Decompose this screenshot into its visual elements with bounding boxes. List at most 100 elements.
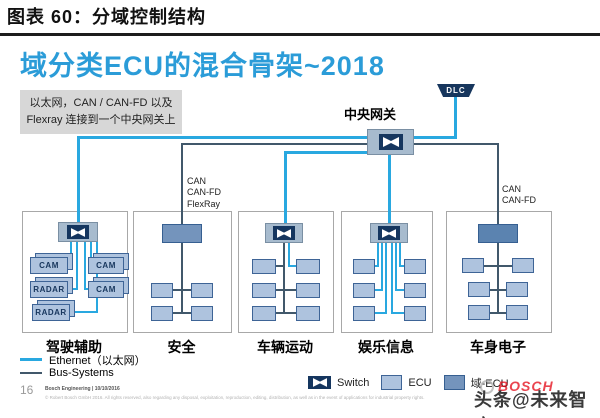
ecu-swatch (381, 375, 403, 390)
p5-bus (484, 265, 512, 267)
p4-line (385, 243, 387, 314)
p4-line (377, 243, 379, 267)
ecu-box (191, 306, 213, 321)
bus-label-right: CAN CAN-FD (502, 184, 536, 207)
p4-line (399, 265, 404, 267)
p1-line (70, 311, 98, 313)
p3-ethernet (288, 243, 290, 267)
p5-bus (497, 243, 499, 313)
gateway-label: 中央网关 (344, 107, 397, 122)
sensor-cam: CAM (30, 253, 73, 274)
domain-label-driver-assist: 驾驶辅助 (46, 339, 102, 355)
watermark: 头条@未来智库 (474, 390, 588, 418)
p3-ethernet (288, 265, 296, 267)
ecu-box (252, 259, 276, 274)
footer-source: Bosch Engineering | 10/10/2016 (45, 386, 120, 392)
bus-line-swatch (20, 371, 42, 374)
bosch-logo-icon (480, 380, 494, 394)
legend-bus-label: Bus-Systems (49, 366, 114, 379)
ecu-box (191, 283, 213, 298)
p3-domain-switch (265, 223, 303, 243)
p4-line (375, 265, 379, 267)
p1-line (76, 242, 78, 290)
p4-line (391, 243, 393, 314)
p2-bus (173, 289, 191, 291)
ethernet-backbone-line (78, 136, 456, 139)
p4-line (395, 289, 404, 291)
domain-label-vehicle-motion: 车辆运动 (257, 339, 313, 355)
slide-title: 域分类ECU的混合骨架~2018 (20, 51, 385, 81)
bosch-logo-text: BOSCH (498, 378, 554, 394)
ecu-box (252, 283, 276, 298)
page-number: 16 (20, 383, 34, 397)
ecu-box (296, 283, 320, 298)
callout-line2: Flexray 连接到一个中央网关上 (26, 114, 176, 126)
ecu-box (404, 306, 426, 321)
switch-icon (378, 134, 403, 150)
p4-line (375, 289, 383, 291)
ethernet-drop-driver-assist (77, 136, 80, 225)
sensor-cam: CAM (88, 277, 129, 298)
p3-bus (276, 289, 296, 291)
ecu-box (404, 259, 426, 274)
footer-disclaimer: © Robert Bosch GmbH 2016. All rights res… (45, 395, 425, 400)
p4-domain-switch (370, 223, 408, 243)
ecu-box (151, 283, 173, 298)
p3-bus (276, 265, 284, 267)
bus-label-can: CAN (502, 184, 522, 194)
ecu-box (462, 258, 484, 273)
switch-icon (308, 376, 331, 389)
callout-line1: 以太网，CAN / CAN-FD 以及 (29, 96, 173, 109)
p2-domain-ecu (162, 224, 202, 243)
ecu-box (353, 306, 375, 321)
domain-label-body-electronics: 车身电子 (470, 339, 526, 355)
legend-ecu-label: ECU (408, 376, 432, 389)
p4-line (381, 243, 383, 291)
bus-drop-body-electronics (497, 143, 499, 226)
switch-icon (378, 226, 400, 240)
ethernet-drop-infotainment (388, 154, 391, 225)
p3-bus (283, 243, 285, 313)
callout-note: 以太网，CAN / CAN-FD 以及 Flexray 连接到一个中央网关上 (20, 90, 182, 134)
sensor-label: CAM (88, 257, 124, 274)
ecu-box (151, 306, 173, 321)
domain-ecu-swatch (443, 375, 465, 390)
p1-domain-switch (58, 222, 98, 242)
ecu-box (353, 259, 375, 274)
legend-switch-label: Switch (337, 376, 370, 389)
sensor-radar: RADAR (30, 277, 73, 298)
ethernet-drop-dlc (454, 97, 457, 139)
p1-line (84, 288, 90, 290)
p4-line (375, 312, 387, 314)
p4-line (399, 243, 401, 267)
switch-icon (67, 225, 89, 239)
ethernet-branch-line (285, 151, 391, 154)
domain-label-safety: 安全 (167, 339, 196, 355)
ecu-box (404, 283, 426, 298)
p2-bus (181, 243, 183, 314)
p5-bus (490, 312, 506, 314)
ecu-box (468, 282, 490, 297)
p5-bus (490, 289, 506, 291)
ethernet-drop-vehicle-motion (284, 151, 287, 225)
bus-label-canfd: CAN-FD (187, 187, 221, 198)
p4-line (391, 312, 404, 314)
sensor-label: CAM (88, 281, 124, 298)
sensor-label: CAM (30, 257, 68, 274)
central-gateway-switch (367, 129, 414, 155)
bus-drop-safety (181, 143, 183, 226)
ecu-box (252, 306, 276, 321)
domain-label-infotainment: 娱乐信息 (358, 339, 414, 355)
dlc-connector: DLC (437, 84, 475, 97)
p1-line (84, 242, 86, 290)
p2-bus (173, 312, 191, 314)
bus-label-left: CAN CAN-FD FlexRay (187, 176, 221, 210)
legend-ethernet: Ethernet（以太网） (20, 353, 146, 367)
sensor-label: RADAR (30, 281, 68, 298)
ecu-box (512, 258, 534, 273)
figure-caption: 图表 60：分域控制结构 (7, 7, 207, 27)
ethernet-line-swatch (20, 358, 42, 361)
p5-domain-ecu (478, 224, 518, 243)
bus-label-can: CAN (187, 176, 207, 186)
